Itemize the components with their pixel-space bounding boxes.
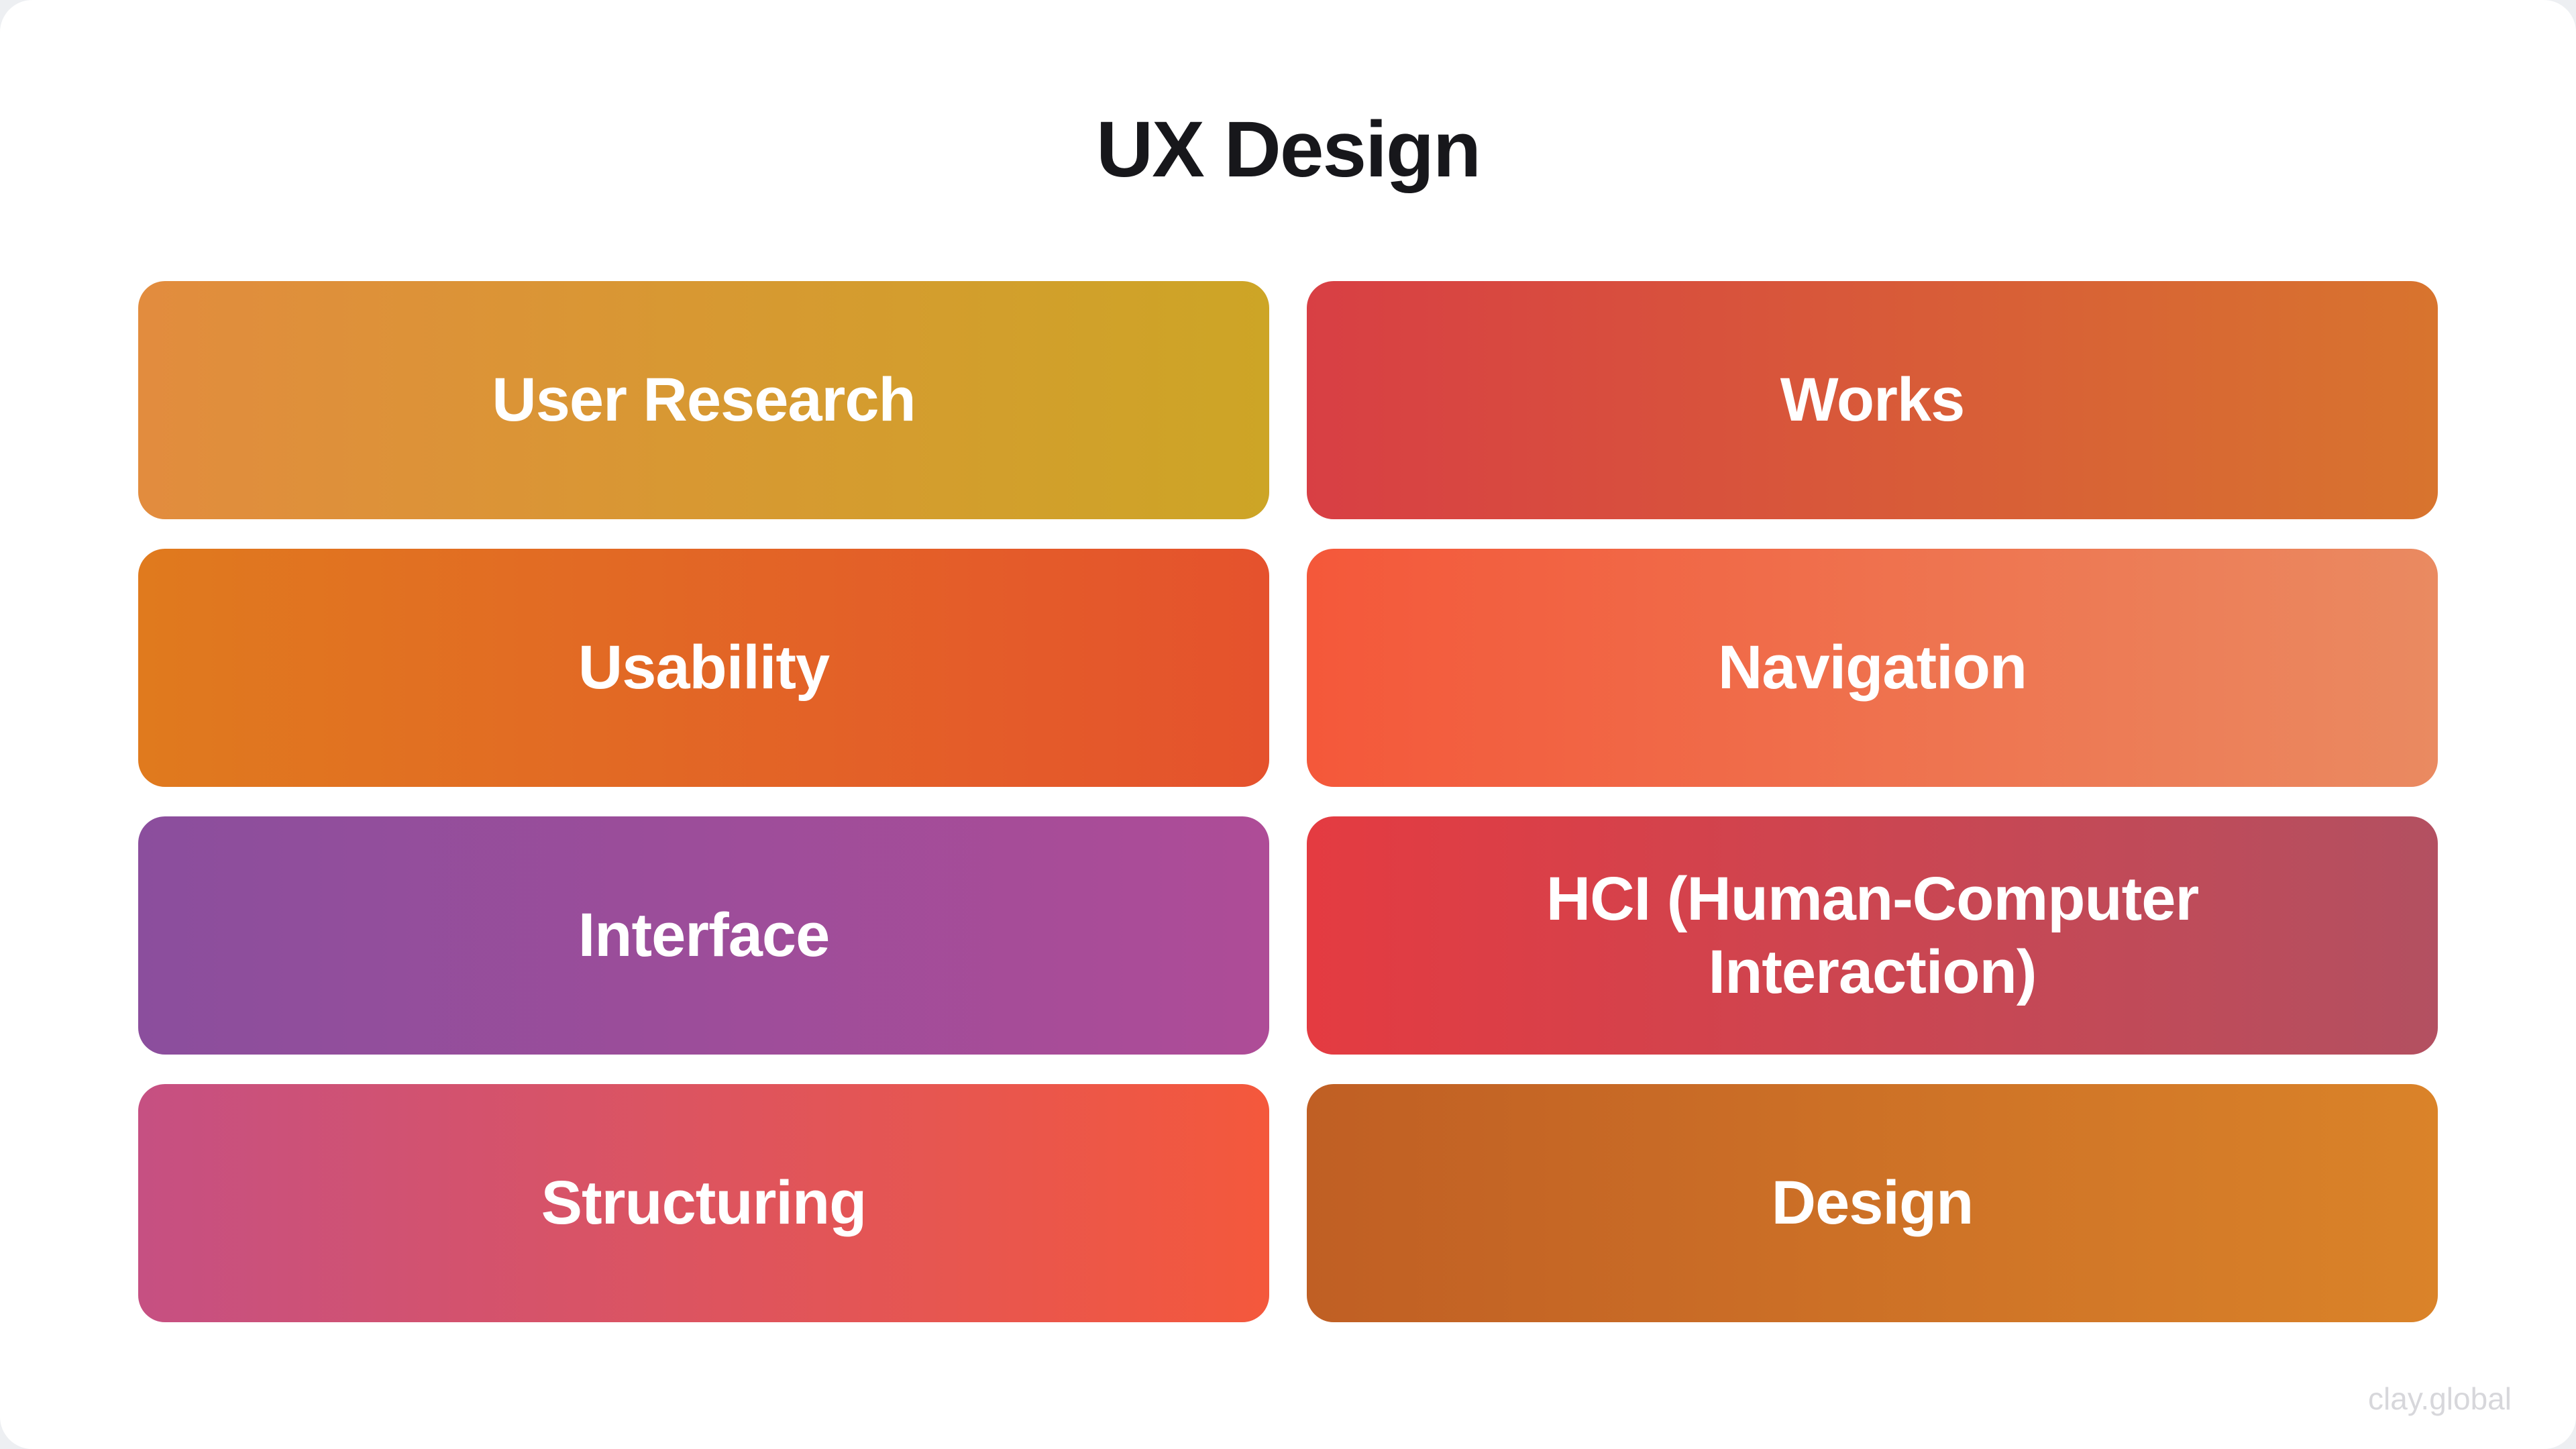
card-label: Design [1771,1169,1974,1238]
card-hci: HCI (Human-Computer Interaction) [1307,816,2438,1055]
card-user-research: User Research [138,281,1269,519]
card-structuring: Structuring [138,1084,1269,1322]
card-interface: Interface [138,816,1269,1055]
card-label: HCI (Human-Computer Interaction) [1546,864,2200,1006]
card-works: Works [1307,281,2438,519]
card-label: Interface [578,901,830,970]
page-title: UX Design [1095,105,1481,194]
watermark: clay.global [2368,1381,2512,1416]
card-label: Structuring [541,1169,867,1238]
cards-grid: User Research Works Usability Navigation… [138,281,2438,1322]
card-design: Design [1307,1084,2438,1322]
card-navigation: Navigation [1307,549,2438,787]
card-label: Works [1780,366,1966,435]
card-label: Usability [578,633,830,702]
card-label: Navigation [1717,633,2027,702]
card-usability: Usability [138,549,1269,787]
card-label: User Research [492,366,916,435]
